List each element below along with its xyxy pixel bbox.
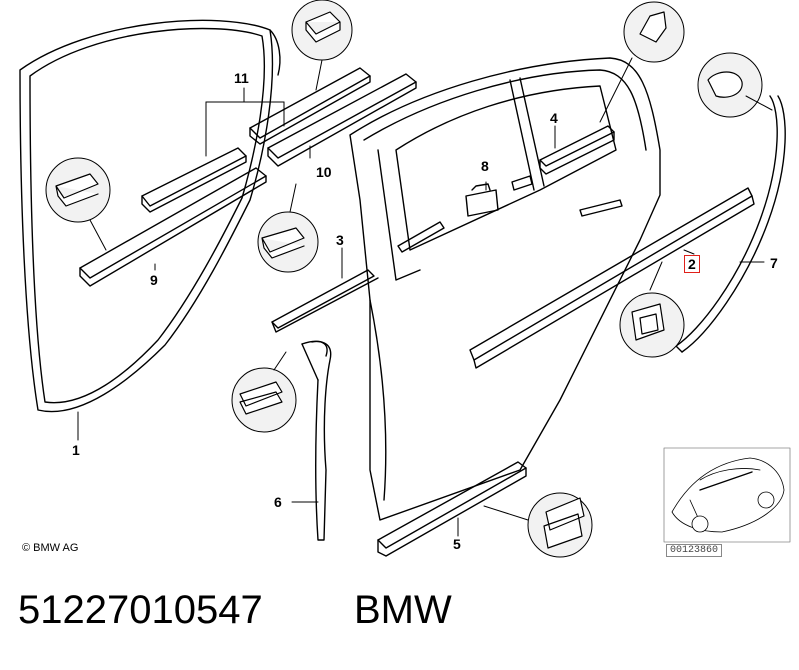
part-8-clip <box>465 183 499 217</box>
callout-7: 7 <box>770 255 778 271</box>
part-10-strip <box>267 73 417 167</box>
copyright-text: © BMW AG <box>22 542 79 554</box>
part-4-strip <box>539 125 615 175</box>
part-9-strip <box>79 167 267 287</box>
callout-5: 5 <box>453 536 461 552</box>
callout-9: 9 <box>150 272 158 288</box>
part-11-strips <box>141 67 371 213</box>
leader-lines <box>77 87 765 537</box>
parts-diagram <box>19 0 791 558</box>
arrows <box>89 57 773 521</box>
callout-6: 6 <box>274 494 282 510</box>
reference-code: 00123860 <box>666 544 723 557</box>
callout-2-highlighted: 2 <box>684 255 700 273</box>
callout-1: 1 <box>72 442 80 458</box>
profile-sketches <box>55 11 743 549</box>
part-number: 51227010547 <box>18 588 263 632</box>
callout-4: 4 <box>550 110 558 126</box>
callout-10: 10 <box>316 164 332 180</box>
callout-8: 8 <box>481 158 489 174</box>
part-2-molding <box>469 187 755 369</box>
part-7-seal <box>675 95 786 353</box>
car-thumbnail <box>663 447 791 543</box>
callout-11: 11 <box>234 70 249 86</box>
part-5-strip <box>377 461 527 557</box>
callout-3: 3 <box>336 232 344 248</box>
rear-door-outline <box>349 57 661 521</box>
part-3-strip <box>271 221 445 333</box>
brand-name: BMW <box>354 588 452 632</box>
part-6-seal <box>301 340 332 541</box>
